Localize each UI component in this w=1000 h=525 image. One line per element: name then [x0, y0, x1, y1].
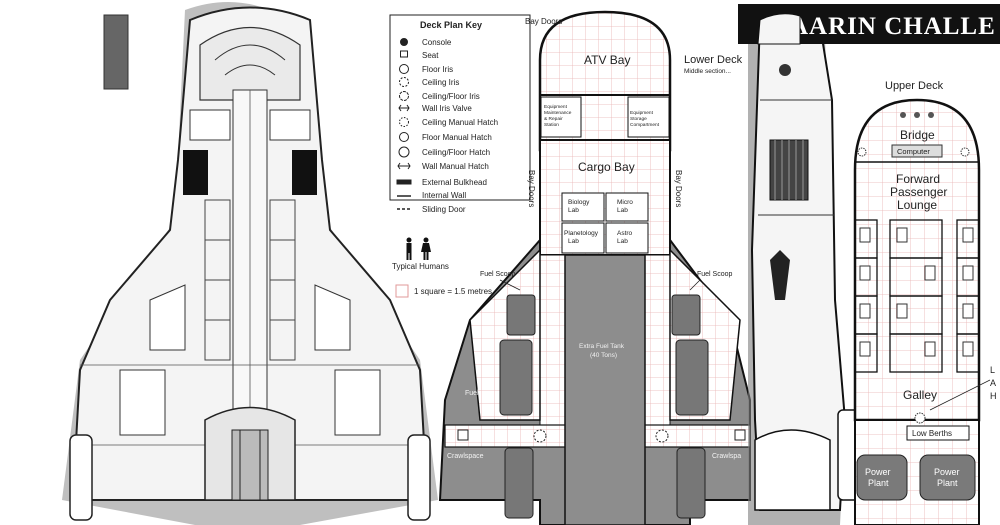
equipment-maintenance-line2: Maintenance	[544, 110, 572, 116]
astro-lab-line1: Astro	[617, 230, 633, 237]
micro-lab-line1: Micro	[617, 199, 633, 206]
key-item-internal-wall: Internal Wall	[422, 191, 466, 200]
edge-label-3: H	[990, 391, 997, 401]
low-berths-label: Low Berths	[912, 429, 952, 438]
atv-bay-label: ATV Bay	[584, 53, 630, 67]
planetology-lab-line1: Planetology	[564, 230, 599, 237]
biology-lab-line1: Biology	[568, 199, 590, 206]
crawlspace-left-label: Crawlspace	[447, 453, 484, 460]
bay-doors-top-label: Bay Doors	[525, 17, 562, 26]
equipment-storage-line2: Storage	[630, 116, 647, 122]
equipment-maintenance-line3: & Repair	[544, 116, 563, 122]
edge-label-2: A	[990, 378, 996, 388]
power-plant-right-line2: Plant	[937, 478, 958, 488]
bay-doors-left-label: Bay Doors	[527, 170, 536, 207]
planetology-lab-line2: Lab	[568, 238, 579, 245]
biology-lab-line2: Lab	[568, 207, 579, 214]
lounge-line1: Forward	[896, 172, 940, 186]
bay-doors-right-label: Bay Doors	[674, 170, 683, 207]
key-item-ceiling-floor-iris: Ceiling/Floor Iris	[422, 92, 480, 101]
typical-humans-label: Typical Humans	[392, 262, 449, 271]
equipment-maintenance-line4: Station	[544, 122, 559, 128]
lower-deck-plan: Bay Doors ATV Bay Lower Deck Middle sect…	[438, 10, 751, 525]
key-item-external-bulkhead: External Bulkhead	[422, 178, 487, 187]
deck-plan-key: Deck Plan Key Console Seat Floor Iris Ce…	[389, 14, 531, 298]
micro-lab-line2: Lab	[617, 207, 628, 214]
key-item-wall-iris-valve: Wall Iris Valve	[422, 104, 472, 113]
fuel-tank-line2: (40 Tons)	[590, 352, 617, 359]
typical-humans-icon	[406, 237, 431, 260]
edge-label-1: L	[990, 365, 995, 375]
power-plant-right-line1: Power	[934, 467, 960, 477]
galley-label: Galley	[903, 388, 937, 402]
computer-label: Computer	[897, 147, 930, 156]
scale-label: 1 square = 1.5 metres	[414, 287, 492, 296]
bridge-label: Bridge	[900, 128, 935, 142]
key-item-ceiling-iris: Ceiling Iris	[422, 78, 459, 87]
crawlspace-right-label: Crawlspa	[712, 453, 741, 460]
key-item-ceiling-floor-hatch: Ceiling/Floor Hatch	[422, 148, 490, 157]
equipment-maintenance-line1: Equipment	[544, 104, 568, 110]
key-item-console: Console	[422, 38, 452, 47]
lower-deck-title: Lower Deck	[684, 54, 743, 66]
lounge-line2: Passenger	[890, 185, 947, 199]
fuel-scoop-right-label: Fuel Scoop	[697, 271, 733, 278]
equipment-storage-line3: Compartment	[630, 122, 660, 128]
astro-lab-line2: Lab	[617, 238, 628, 245]
upper-deck-title: Upper Deck	[885, 80, 944, 92]
ship-exterior-top-view	[62, 2, 438, 525]
power-plant-left-line1: Power	[865, 467, 891, 477]
key-item-floor-iris: Floor Iris	[422, 65, 453, 74]
lower-deck-subtitle: Middle section...	[684, 68, 731, 75]
key-item-seat: Seat	[422, 51, 439, 60]
upper-deck-plan: Upper Deck Bridge Computer Forward Passe…	[853, 80, 997, 525]
ship-side-profile: AARIN CHALLE	[738, 4, 1000, 525]
equipment-storage-line1: Equipment	[630, 110, 654, 116]
lounge-line3: Lounge	[897, 198, 937, 212]
key-item-wall-manual-hatch: Wall Manual Hatch	[422, 162, 489, 171]
fuel-tank-line1: Extra Fuel Tank	[579, 343, 625, 350]
fuel-scoop-left-label: Fuel Scoop	[480, 271, 516, 278]
upper-deck-banner: AARIN CHALLE	[790, 13, 996, 40]
fuel-label: Fuel	[465, 390, 479, 397]
key-title: Deck Plan Key	[420, 20, 482, 30]
key-item-sliding-door: Sliding Door	[422, 205, 466, 214]
cargo-bay-label: Cargo Bay	[578, 160, 635, 174]
key-item-floor-manual-hatch: Floor Manual Hatch	[422, 133, 492, 142]
power-plant-left-line2: Plant	[868, 478, 889, 488]
key-symbols	[396, 38, 412, 197]
key-item-ceiling-manual-hatch: Ceiling Manual Hatch	[422, 118, 498, 127]
